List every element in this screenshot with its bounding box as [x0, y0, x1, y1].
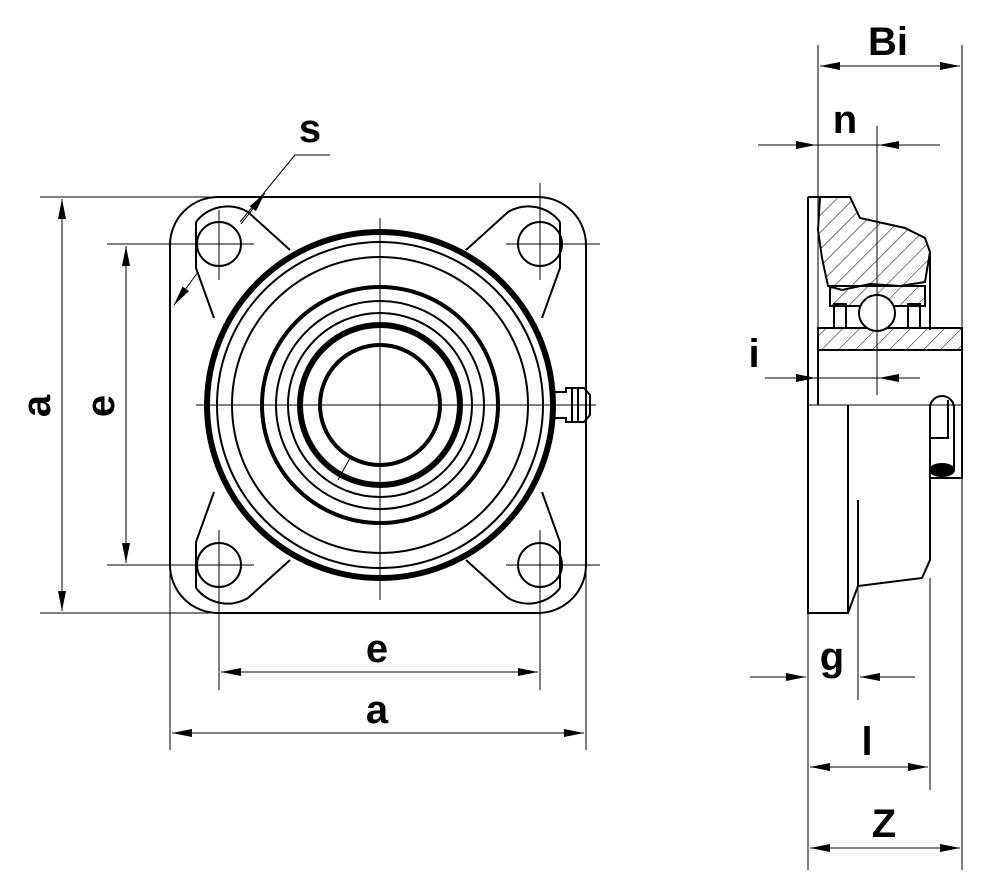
label-l: l	[861, 720, 872, 764]
label-Z: Z	[872, 802, 896, 846]
housing-section	[816, 196, 932, 292]
grub-screw	[929, 395, 955, 477]
label-Bi: Bi	[868, 20, 908, 64]
extension-lines	[40, 154, 587, 750]
side-extension-lines	[807, 45, 963, 870]
label-a-vertical: a	[15, 394, 59, 417]
housing-outline	[807, 197, 949, 614]
inner-ring-section	[817, 327, 963, 351]
label-a-horizontal: a	[366, 688, 389, 732]
label-e-horizontal: e	[366, 627, 388, 671]
dim-s-leader-2	[173, 271, 199, 306]
dimension-lines	[58, 192, 584, 737]
front-view: a e e a s	[15, 107, 600, 750]
label-n: n	[833, 98, 857, 142]
label-e-vertical: e	[79, 395, 123, 417]
centerlines	[185, 183, 600, 690]
side-dimension-lines	[750, 62, 960, 852]
side-view: Bi n i g l Z	[748, 20, 963, 870]
label-i: i	[748, 332, 759, 376]
label-s: s	[299, 107, 321, 151]
label-g: g	[820, 635, 844, 679]
dim-s-leader	[240, 192, 266, 225]
